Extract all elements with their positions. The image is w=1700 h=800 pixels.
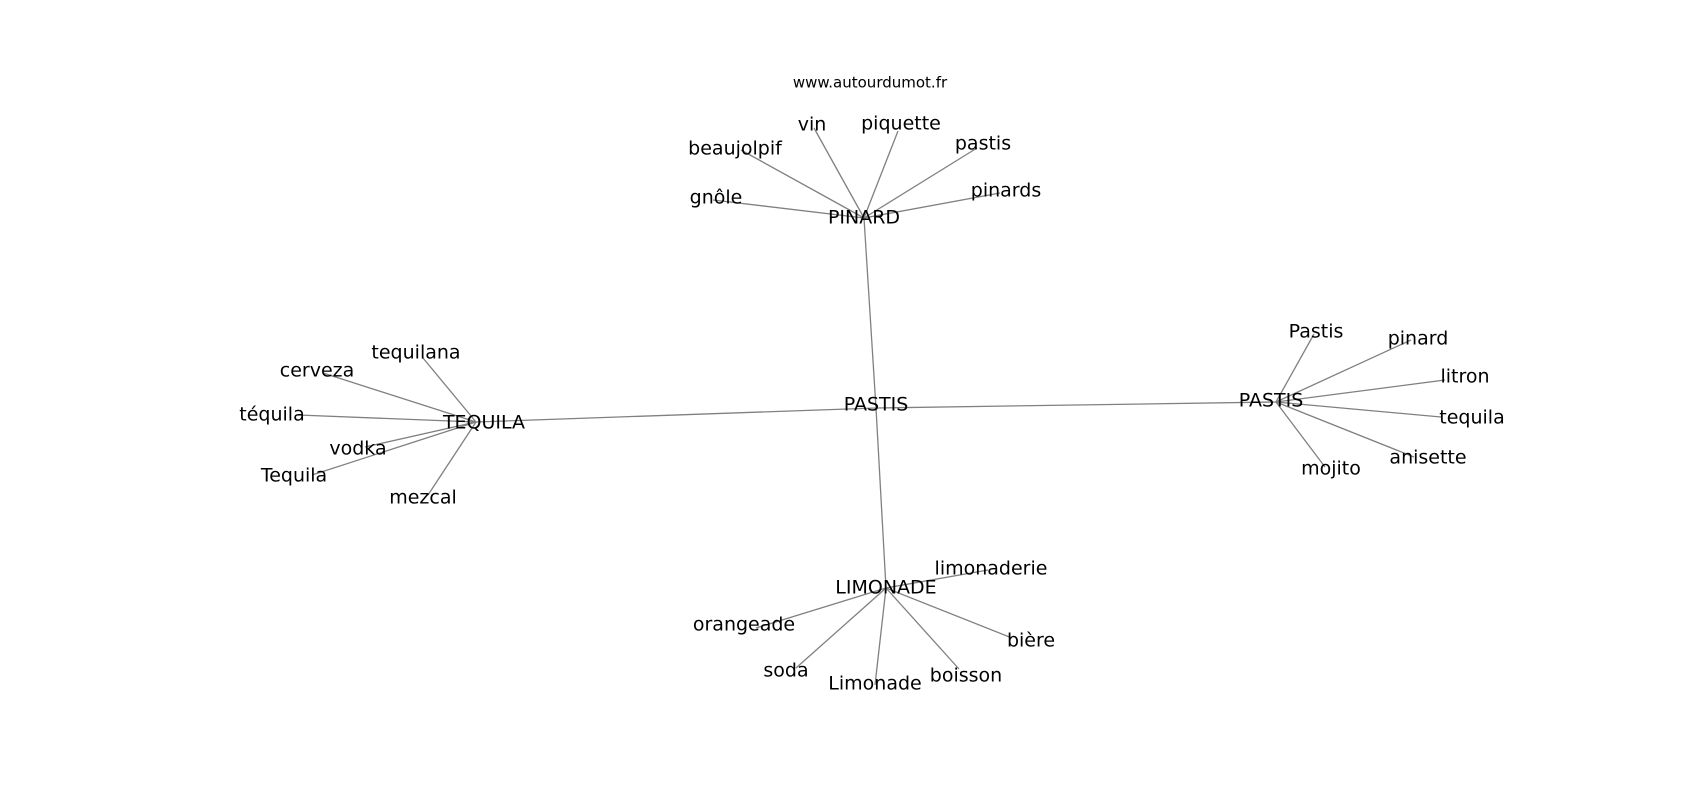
leaf-node-label: pinards: [971, 180, 1041, 202]
edge-hub-to-leaf: [1275, 333, 1315, 403]
edge-hub-to-leaf: [885, 569, 989, 589]
leaf-node-label: piquette: [861, 113, 941, 135]
edge-hub-to-leaf: [364, 421, 477, 448]
edge-hub-to-leaf: [885, 587, 1013, 639]
edge-hub-to-leaf: [885, 587, 960, 670]
edge-hub-to-leaf: [1275, 401, 1442, 418]
edge-hub-to-leaf: [795, 587, 887, 669]
edge-hub-to-leaf: [740, 149, 865, 219]
edge-center-to-hub: [863, 217, 877, 409]
edge-hub-to-leaf: [322, 372, 477, 423]
edge-hub-to-leaf: [863, 192, 1001, 219]
edge-hub-to-leaf: [863, 147, 978, 219]
edge-hub-to-leaf: [1275, 339, 1412, 403]
leaf-node-label: vodka: [329, 438, 386, 460]
edge-hub-to-leaf: [311, 421, 477, 476]
edge-hub-to-leaf: [297, 414, 477, 423]
leaf-node-label: gnôle: [690, 187, 743, 209]
leaf-node-label: mezcal: [389, 487, 457, 509]
edge-center-to-hub: [875, 407, 887, 589]
edge-hub-to-leaf: [863, 130, 899, 219]
hub-node-label: PASTIS: [1239, 390, 1304, 412]
edge-hub-to-leaf: [712, 199, 865, 219]
leaf-node-label: orangeade: [693, 614, 795, 636]
edge-hub-to-leaf: [755, 587, 887, 629]
edge-hub-to-leaf: [427, 421, 477, 496]
leaf-node-label: tequila: [1439, 407, 1504, 429]
leaf-node-label: pastis: [955, 133, 1011, 155]
leaf-node-label: cerveza: [280, 360, 355, 382]
leaf-node-label: litron: [1440, 366, 1489, 388]
center-node-label: PASTIS: [844, 394, 909, 416]
edge-hub-to-leaf: [1275, 379, 1446, 403]
leaf-node-label: limonaderie: [935, 558, 1048, 580]
labels-layer: gnôle beaujolpif vin piquette pastis pinardsP…: [239, 113, 1504, 695]
edge-center-to-hub: [475, 407, 877, 423]
leaf-node-label: vin: [798, 114, 827, 136]
hub-node-label: PINARD: [828, 207, 900, 229]
edge-hub-to-leaf: [1275, 401, 1415, 458]
edge-center-to-hub: [875, 401, 1277, 409]
edges-layer: [297, 127, 1446, 686]
leaf-node-label: anisette: [1389, 447, 1466, 469]
hub-node-label: TEQUILA: [442, 412, 525, 434]
edge-hub-to-leaf: [874, 587, 887, 686]
leaf-node-label: beaujolpif: [688, 138, 783, 160]
watermark-text: www.autourdumot.fr: [793, 74, 948, 92]
edge-hub-to-leaf: [813, 127, 865, 219]
leaf-node-label: bière: [1007, 630, 1055, 652]
hub-node-label: LIMONADE: [835, 577, 936, 599]
leaf-node-label: tequilana: [371, 342, 460, 364]
leaf-node-label: Limonade: [828, 673, 921, 695]
leaf-node-label: boisson: [930, 665, 1002, 687]
edge-hub-to-leaf: [1275, 401, 1326, 468]
leaf-node-label: soda: [763, 660, 808, 682]
leaf-node-label: pinard: [1388, 328, 1449, 350]
leaf-node-label: mojito: [1301, 458, 1361, 480]
edge-hub-to-leaf: [422, 357, 477, 423]
leaf-node-label: Tequila: [260, 465, 327, 487]
leaf-node-label: téquila: [239, 404, 304, 426]
leaf-node-label: Pastis: [1289, 321, 1344, 343]
